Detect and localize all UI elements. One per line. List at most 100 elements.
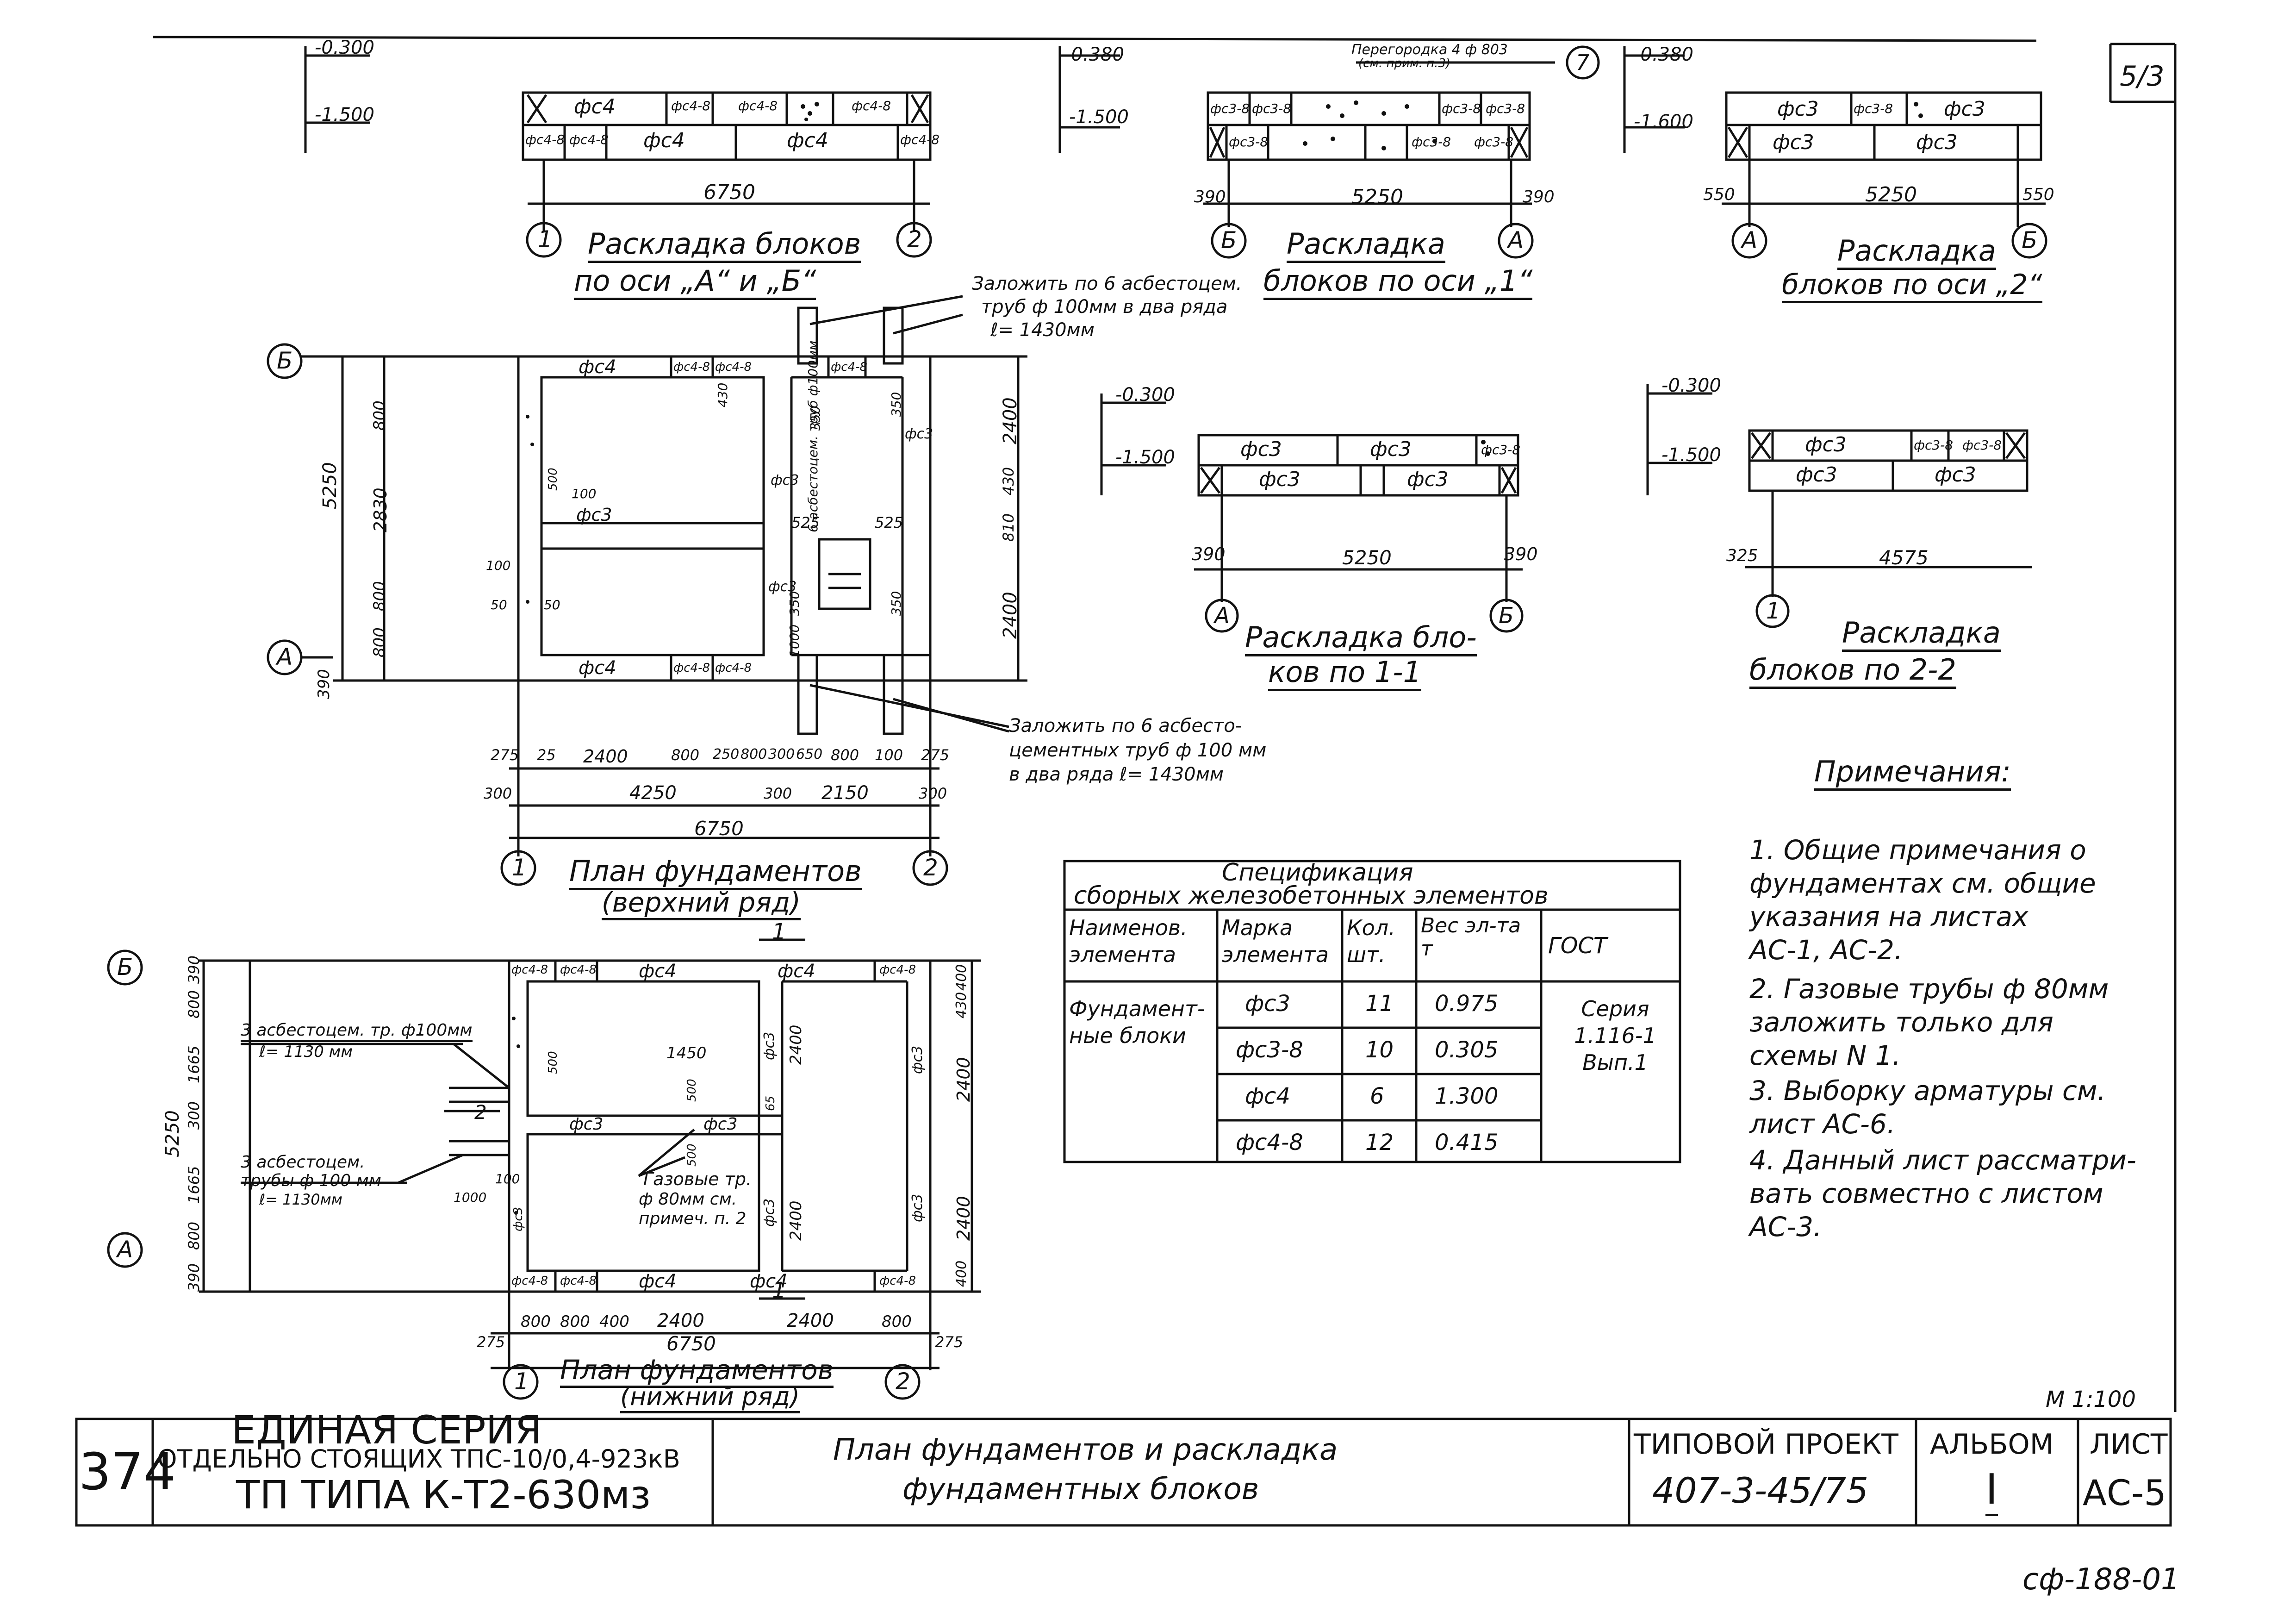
title-block-number: 374 (79, 1442, 176, 1501)
lower-dim-b-6: 800 (882, 1312, 912, 1331)
upper-dim-right-5: 350 (889, 392, 904, 417)
dim-c-total: 5250 (1865, 183, 1917, 206)
lower-dim-left-2: 800 (185, 990, 203, 1018)
title-block-sheet-value: АС-5 (2083, 1472, 2166, 1513)
callout-b-2: (см. прим. п.3) (1358, 56, 1451, 70)
callout-lower-a-1: 3 асбестоцем. тр. ф100мм (241, 1021, 473, 1042)
title-lower-plan-2: (нижний ряд) (620, 1382, 800, 1413)
lower-dim-left-total: 5250 (162, 1110, 183, 1157)
dim-c-right: 550 (2022, 185, 2054, 204)
s11-top-1: фс3 (1240, 437, 1282, 461)
upper-dim-b1-5: 250 (713, 746, 740, 762)
upper-dim-total: 6750 (694, 817, 744, 840)
lower-top-5: фс4-8 (879, 963, 916, 977)
elev-bottom-a: -1.500 (315, 104, 374, 125)
gas-note-3: примеч. п. 2 (639, 1209, 747, 1228)
section-mark-bot: 1 (772, 1278, 786, 1304)
s22-top-1: фс3 (1805, 433, 1847, 456)
notes-line-10: 4. Данный лист рассматри- (1749, 1144, 2136, 1176)
callout-lower-a-2: ℓ= 1130 мм (259, 1043, 353, 1061)
spec-row-3-weight: 1.300 (1435, 1083, 1499, 1109)
s11-bot-1: фс3 (1259, 468, 1300, 491)
spec-header-gost: ГОСТ (1548, 933, 1607, 959)
upper-dim-b1-2: 25 (537, 746, 556, 764)
s22-top-2: фс3-8 (1914, 437, 1954, 453)
callout-upper-bot-3: в два ряда ℓ= 1430мм (1009, 764, 1224, 785)
upper-dim-b1-11: 275 (921, 746, 950, 764)
block-c-top-1: фс3 (1777, 97, 1819, 121)
upper-dim-b2-5: 300 (919, 785, 947, 802)
notes-line-2: фундаментах см. общие (1749, 868, 2096, 899)
upper-inner-500: 500 (546, 468, 560, 491)
notes-line-8: 3. Выборку арматуры см. (1749, 1075, 2106, 1106)
block-a-top-1: фс4 (574, 95, 616, 119)
lower-inner-2400b: 2400 (787, 1200, 805, 1241)
s22-axis-left: 1 (1766, 598, 1780, 624)
spec-row-2-weight: 0.305 (1435, 1037, 1499, 1063)
s22-top-3: фс3-8 (1962, 437, 2002, 453)
block-c-bot-1: фс3 (1773, 131, 1814, 154)
upper-inner-350c: 350 (808, 406, 823, 431)
title-section-a-1: Раскладка блоков (588, 227, 861, 263)
block-a-bot-5: фс4-8 (900, 132, 940, 147)
upper-inner-525b: 525 (875, 514, 903, 531)
title-block-series-1: ЕДИНАЯ СЕРИЯ (231, 1407, 542, 1453)
section-mark-side: 2 (474, 1101, 487, 1124)
title-block-sheet-title-1: План фундаментов и раскладка (833, 1433, 1338, 1467)
callout-lower-b-1: 3 асбестоцем. (241, 1153, 365, 1172)
gas-note-2: ф 80мм см. (639, 1190, 737, 1209)
notes-line-1: 1. Общие примечания о (1749, 834, 2086, 866)
upper-dim-b1-9: 800 (831, 746, 859, 764)
title-section-b-2: блоков по оси „1“ (1263, 264, 1533, 300)
lower-top-3: фс4 (639, 961, 677, 982)
upper-inner-50b: 50 (544, 597, 560, 612)
lower-dim-side-r: 275 (935, 1333, 964, 1351)
axis-upper-b: Б (277, 347, 293, 374)
title-block-album-label: АЛЬБОМ (1930, 1428, 2054, 1461)
spec-row-3-mark: фс4 (1245, 1083, 1290, 1109)
elev-top-a: -0.300 (315, 37, 374, 58)
upper-inner-350b: 350 (889, 591, 904, 616)
spec-row-1-weight: 0.975 (1435, 991, 1499, 1017)
notes-line-7: схемы N 1. (1749, 1040, 1901, 1071)
s11-axis-right: Б (1499, 603, 1514, 629)
lower-vert-5: фс3 (511, 1206, 525, 1231)
upper-dim-b2-2: 4250 (629, 782, 677, 804)
s11-elev-bottom: -1.500 (1115, 447, 1175, 468)
block-b-top-4: фс3-8 (1486, 101, 1525, 116)
upper-dim-b1-7: 300 (768, 746, 795, 762)
lower-dim-b-2: 800 (560, 1312, 590, 1331)
upper-dim-left-800c: 800 (370, 627, 389, 657)
notes-line-12: АС-3. (1749, 1211, 1822, 1243)
upper-block-10: фс4-8 (673, 661, 710, 675)
s22-elev-bottom: -1.500 (1661, 444, 1721, 466)
lower-top-2: фс4-8 (560, 963, 597, 977)
upper-block-8: фс3 (905, 426, 933, 442)
callout-upper-bot-2: цементных труб ф 100 мм (1009, 740, 1267, 761)
callout-lower-b-3: ℓ= 1130мм (259, 1191, 342, 1208)
section-mark-top: 1 (772, 919, 786, 945)
callout-lower-b-2: трубы ф 100 мм (241, 1171, 381, 1190)
elev-top-b: -0.380 (1064, 44, 1124, 65)
callout-b-num: 7 (1576, 50, 1590, 75)
upper-inner-350: 350 (787, 591, 802, 616)
lower-dim-b-3: 400 (599, 1312, 629, 1331)
spec-header-weight: Вес эл-та т (1421, 914, 1521, 961)
lower-inner-100: 100 (495, 1171, 520, 1187)
upper-inner-100: 100 (572, 486, 597, 501)
block-b-bot-3: фс3-8 (1474, 134, 1514, 150)
spec-row-2-qty: 10 (1365, 1037, 1394, 1063)
upper-dim-b1-10: 100 (875, 746, 903, 764)
upper-dim-left-total: 5250 (319, 462, 341, 509)
callout-upper-top-1: Заложить по 6 асбестоцем. (972, 273, 1242, 294)
upper-dim-left-390: 390 (315, 669, 333, 699)
upper-dim-right-1: 2400 (1000, 397, 1021, 444)
notes-heading: Примечания: (1814, 755, 2011, 791)
lower-dim-right-5: 400 (953, 1260, 970, 1287)
upper-block-3: фс4-8 (715, 360, 752, 374)
s11-title-1: Раскладка бло- (1245, 620, 1477, 656)
block-a-top-4: фс4-8 (852, 98, 891, 113)
s22-title-1: Раскладка (1842, 616, 2001, 652)
axis-c-left: А (1742, 227, 1758, 254)
block-c-top-2: фс3-8 (1854, 101, 1893, 116)
